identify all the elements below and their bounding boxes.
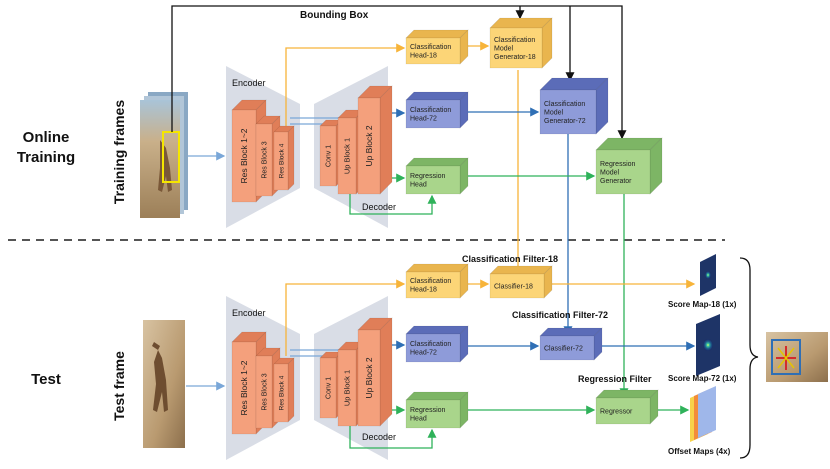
classification-head-18-test-label: Head-18	[410, 287, 437, 294]
res-block-1-2-online-label: Res Block 1~2	[239, 128, 249, 183]
up-block-2-test-label: Up Block 2	[364, 357, 374, 398]
classification-head-18-test-label: Classification	[410, 278, 451, 285]
bounding-box-label: Bounding Box	[300, 10, 369, 21]
classification-head-18-online-label: Classification	[410, 44, 451, 51]
regression-head-online-label: Head	[410, 182, 427, 189]
up-block-2-online: Up Block 2	[357, 85, 393, 195]
classification-filter-18-label: Classification Filter-18	[462, 254, 558, 264]
offset-maps	[690, 386, 716, 442]
classifier-72: Classifier-72	[539, 327, 603, 361]
encoder-to-cls18-online	[285, 43, 406, 126]
output-tracked-image	[766, 332, 828, 382]
classification-model-generator-18-label: Generator-18	[494, 54, 536, 61]
regression-head-online-label: Regression	[410, 173, 446, 180]
classification-model-generator-72-label: Classification	[544, 101, 585, 108]
regression-head-test-label: Head	[410, 416, 427, 423]
test-frame-image	[143, 320, 185, 448]
classifier-18-label: Classifier-18	[494, 283, 533, 290]
res-block-3-online-label: Res Block 3	[261, 141, 268, 178]
classification-head-72-online-label: Classification	[410, 107, 451, 114]
decoder-to-reg-loop-test	[349, 420, 437, 449]
encoder-label-online: Encoder	[232, 78, 266, 88]
score-map-72-label: Score Map-72 (1x)	[668, 374, 737, 383]
classification-head-18-online-label: Head-18	[410, 53, 437, 60]
online-title-line2: Training	[17, 149, 75, 166]
regression-model-generator-label: Generator	[600, 178, 632, 185]
decoder-to-reg-loop-online	[349, 190, 437, 215]
regression-head-test-label: Regression	[410, 407, 446, 414]
res-block-4-online: Res Block 4	[273, 125, 295, 191]
up-block-2-test: Up Block 2	[357, 317, 393, 427]
online-title-line1: Online	[23, 129, 70, 146]
classification-model-generator-72-label: Model	[544, 109, 564, 116]
up-block-1-test-label: Up Block 1	[343, 370, 352, 406]
res-block-4-test: Res Block 4	[273, 357, 295, 423]
training-frames-image	[140, 92, 188, 218]
conv-1-test-label: Conv 1	[325, 377, 332, 399]
classification-model-generator-72-label: Generator-72	[544, 118, 586, 125]
classification-model-generator-18-label: Model	[494, 45, 514, 52]
decoder-label-online: Decoder	[362, 202, 396, 212]
encoder-to-cls18-test	[285, 279, 406, 356]
regression-model-generator-label: Model	[600, 169, 620, 176]
classification-head-72-test-label: Classification	[410, 341, 451, 348]
res-block-4-test-label: Res Block 4	[278, 375, 285, 410]
output-brace	[739, 257, 759, 459]
test-title: Test	[31, 371, 61, 388]
test-frame-label: Test frame	[111, 351, 127, 421]
regression-model-generator-label: Regression	[600, 161, 636, 168]
encoder-label-test: Encoder	[232, 308, 266, 318]
regressor-label: Regressor	[600, 408, 633, 415]
offset-maps-label: Offset Maps (4x)	[668, 447, 731, 456]
regressor: Regressor	[595, 389, 659, 425]
classification-model-generator-18-label: Classification	[494, 37, 535, 44]
up-block-1-online-label: Up Block 1	[343, 138, 352, 174]
classification-head-72-online-label: Head-72	[410, 116, 437, 123]
classifier-72-label: Classifier-72	[544, 345, 583, 352]
bbox-line	[171, 5, 627, 140]
score-map-72	[696, 314, 720, 376]
res-block-3-test-label: Res Block 3	[261, 373, 268, 410]
training-frames-label: Training frames	[111, 100, 127, 204]
res-block-4-online-label: Res Block 4	[278, 143, 285, 178]
score-map-18	[700, 254, 716, 296]
classification-filter-72-label: Classification Filter-72	[512, 310, 608, 320]
classification-head-72-test-label: Head-72	[410, 350, 437, 357]
classifier-18: Classifier-18	[489, 265, 553, 299]
up-block-2-online-label: Up Block 2	[364, 125, 374, 166]
score-map-18-label: Score Map-18 (1x)	[668, 300, 737, 309]
regression-filter-label: Regression Filter	[578, 374, 652, 384]
conv-1-online-label: Conv 1	[325, 145, 332, 167]
res-block-1-2-test-label: Res Block 1~2	[239, 360, 249, 415]
decoder-label-test: Decoder	[362, 432, 396, 442]
